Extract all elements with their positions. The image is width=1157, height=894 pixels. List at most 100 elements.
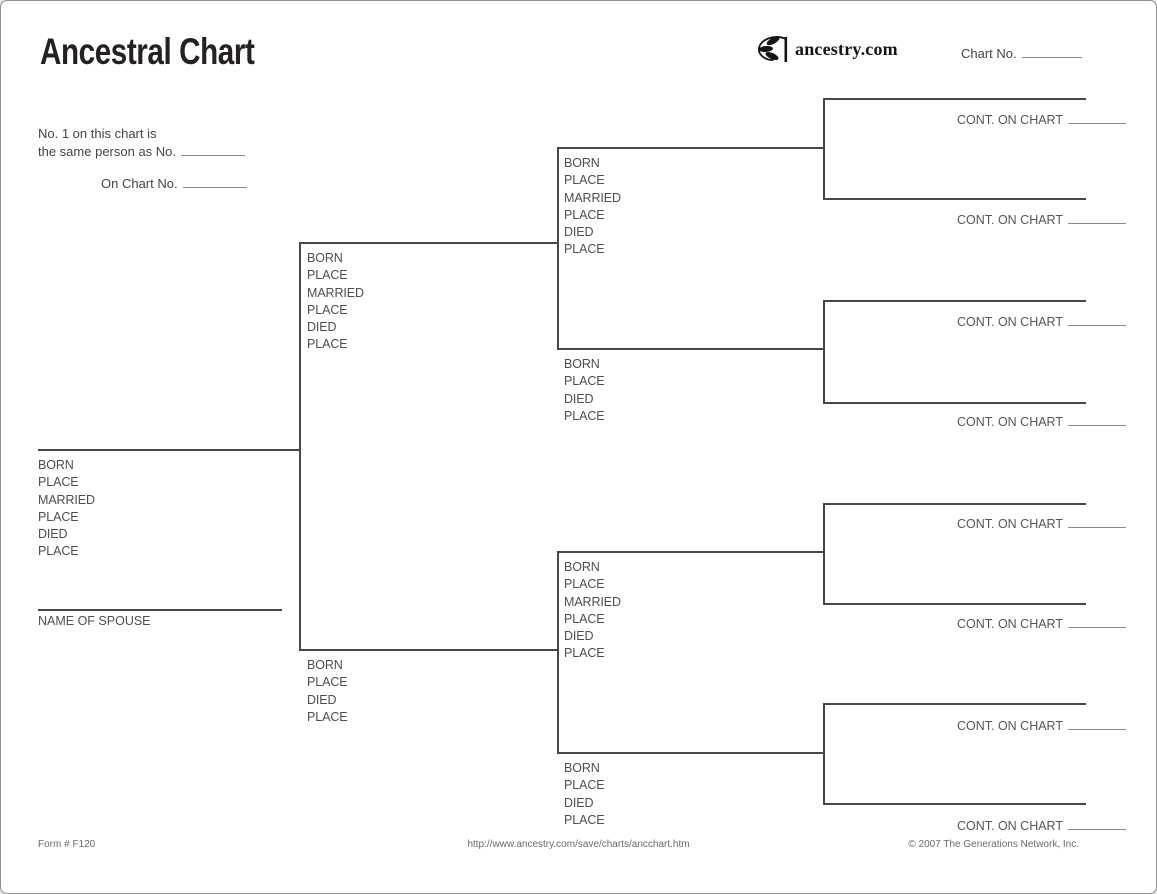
great-grandparent-name-line-7 [823,703,1086,705]
paternal-grandmother-name-line [557,348,825,350]
paternal-grandparents-bracket-line [557,148,559,350]
paternal-grandmother-vitals: BORN PLACE DIED PLACE [564,356,605,425]
vital-label: PLACE [38,475,79,490]
ancestry-leaf-icon [758,36,788,62]
cont-on-chart-label: CONT. ON CHART [956,315,1063,329]
person1-name-line [38,449,300,451]
cont-on-chart-6: CONT. ON CHART [956,616,1126,631]
vital-label: PLACE [564,374,605,389]
chart-no-blank [1021,46,1082,58]
cont-on-chart-label: CONT. ON CHART [956,617,1063,631]
great-grandparents-bracket-4 [823,704,825,805]
cont-on-chart-7: CONT. ON CHART [956,718,1126,733]
reference-note: No. 1 on this chart is the same person a… [38,125,246,161]
person1-vitals: BORN PLACE MARRIED PLACE DIED PLACE [38,457,95,561]
vital-label: PLACE [38,544,79,559]
maternal-grandmother-name-line [557,752,825,754]
paternal-grandfather-name-line [557,147,825,149]
ancestry-brand-text: ancestry.com [795,38,898,59]
vital-label: DIED [564,795,594,810]
cont-on-chart-4: CONT. ON CHART [956,414,1126,429]
spouse-name-line [38,609,282,611]
cont-chart-no-blank [1068,818,1126,830]
copyright-notice: © 2007 The Generations Network, Inc. [908,839,1079,850]
page-title: Ancestral Chart [40,31,255,72]
vital-label: PLACE [564,577,605,592]
great-grandparent-name-line-1 [823,98,1086,100]
form-number: Form # F120 [38,839,96,850]
vital-label: DIED [307,320,337,335]
vital-label: MARRIED [564,594,621,609]
vital-label: PLACE [564,778,605,793]
vital-label: BORN [564,357,600,371]
vital-label: PLACE [307,337,348,352]
vital-label: BORN [307,658,343,672]
vital-label: BORN [564,560,600,574]
cont-on-chart-2: CONT. ON CHART [956,212,1126,227]
vital-label: MARRIED [38,492,95,507]
cont-chart-no-blank [1068,112,1126,124]
chart-no-field: Chart No. [961,46,1082,61]
reference-line2: the same person as No. [38,143,246,161]
great-grandparent-name-line-2 [823,198,1086,200]
vital-label: PLACE [307,268,348,283]
great-grandparents-bracket-2 [823,301,825,404]
vital-label: PLACE [564,207,605,222]
cont-chart-no-blank [1068,314,1126,326]
father-name-line [299,242,559,244]
vital-label: PLACE [564,646,605,661]
vital-label: PLACE [564,611,605,626]
cont-on-chart-label: CONT. ON CHART [956,113,1063,127]
ancestry-logo: ancestry.com [753,31,898,67]
maternal-grandfather-name-line [557,551,825,553]
vital-label: PLACE [564,173,605,188]
cont-chart-no-blank [1068,718,1126,730]
vital-label: PLACE [38,509,79,524]
on-chart-no-field: On Chart No. [101,176,247,191]
cont-on-chart-label: CONT. ON CHART [956,517,1063,531]
maternal-grandparents-bracket-line [557,552,559,754]
vital-label: PLACE [564,812,605,827]
maternal-grandmother-vitals: BORN PLACE DIED PLACE [564,760,605,829]
cont-on-chart-label: CONT. ON CHART [956,213,1063,227]
vital-label: PLACE [307,675,348,690]
generation2-bracket-line [299,243,301,650]
vital-label: MARRIED [307,285,364,300]
great-grandparent-name-line-6 [823,603,1086,605]
great-grandparent-name-line-3 [823,300,1086,302]
mother-vitals: BORN PLACE DIED PLACE [307,657,348,726]
vital-label: DIED [564,391,594,406]
vital-label: BORN [307,251,343,265]
vital-label: DIED [564,629,594,644]
vital-label: DIED [307,692,337,707]
vital-label: DIED [38,527,68,542]
cont-on-chart-label: CONT. ON CHART [956,415,1063,429]
vital-label: DIED [564,225,594,240]
on-chart-no-blank [182,176,247,188]
cont-on-chart-1: CONT. ON CHART [956,112,1126,127]
vital-label: BORN [38,458,74,472]
great-grandparent-name-line-8 [823,803,1086,805]
great-grandparent-name-line-4 [823,402,1086,404]
cont-chart-no-blank [1068,516,1126,528]
cont-on-chart-8: CONT. ON CHART [956,818,1126,833]
cont-on-chart-label: CONT. ON CHART [956,719,1063,733]
cont-chart-no-blank [1068,616,1126,628]
mother-name-line [299,649,559,651]
form-url: http://www.ancestry.com/save/charts/ancc… [467,839,690,850]
father-vitals: BORN PLACE MARRIED PLACE DIED PLACE [307,250,364,354]
great-grandparent-name-line-5 [823,503,1086,505]
vital-label: PLACE [564,408,605,423]
same-person-no-blank [181,144,246,156]
vital-label: BORN [564,761,600,775]
paternal-grandfather-vitals: BORN PLACE MARRIED PLACE DIED PLACE [564,155,621,259]
vital-label: PLACE [307,709,348,724]
cont-on-chart-label: CONT. ON CHART [956,819,1063,833]
great-grandparents-bracket-3 [823,504,825,605]
maternal-grandfather-vitals: BORN PLACE MARRIED PLACE DIED PLACE [564,559,621,663]
cont-on-chart-5: CONT. ON CHART [956,516,1126,531]
name-of-spouse-label: NAME OF SPOUSE [38,614,151,628]
vital-label: BORN [564,156,600,170]
vital-label: PLACE [564,242,605,257]
